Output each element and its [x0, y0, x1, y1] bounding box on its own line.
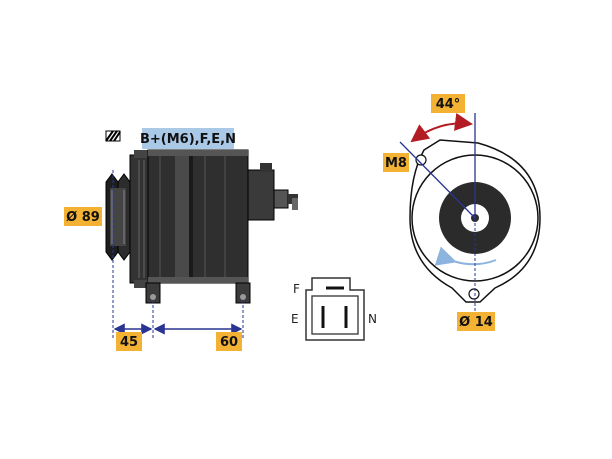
terminal-text: B+(M6),F,E,N: [140, 132, 236, 147]
main-body: [147, 149, 249, 284]
pin-e-label: E: [291, 312, 299, 326]
front-housing: [129, 150, 149, 288]
diameter-label: Ø 89: [64, 207, 102, 226]
diameter-text: Ø 89: [66, 210, 100, 225]
dimension-lines: [112, 170, 244, 340]
terminal-label: B+(M6),F,E,N: [140, 128, 236, 149]
bolt-label: M8: [383, 153, 409, 172]
hole-text: Ø 14: [459, 315, 493, 330]
side-view: B+(M6),F,E,N: [64, 128, 298, 351]
hatch-icon: [105, 130, 121, 142]
angle-text: 44°: [436, 97, 461, 112]
angle-label: 44°: [431, 94, 465, 113]
bolt-text: M8: [385, 156, 407, 171]
dim-45-text: 45: [120, 335, 138, 350]
pin-f-label: F: [293, 282, 300, 296]
bolt-hole: [415, 154, 427, 166]
pin-n-label: N: [368, 312, 377, 326]
front-view: 44° M8 Ø 14: [383, 94, 541, 331]
dim-60-text: 60: [220, 335, 238, 350]
rear-terminal: [247, 163, 298, 221]
mounting-feet: [145, 282, 251, 304]
angle-arc: [410, 113, 473, 143]
pulley: [105, 173, 131, 261]
hole-label: Ø 14: [457, 312, 495, 331]
dim-45-label: 45: [116, 332, 142, 351]
connector: F E N: [291, 277, 377, 341]
angle-line: [399, 141, 476, 219]
dim-60-label: 60: [216, 332, 242, 351]
mount-hole: [468, 288, 480, 300]
